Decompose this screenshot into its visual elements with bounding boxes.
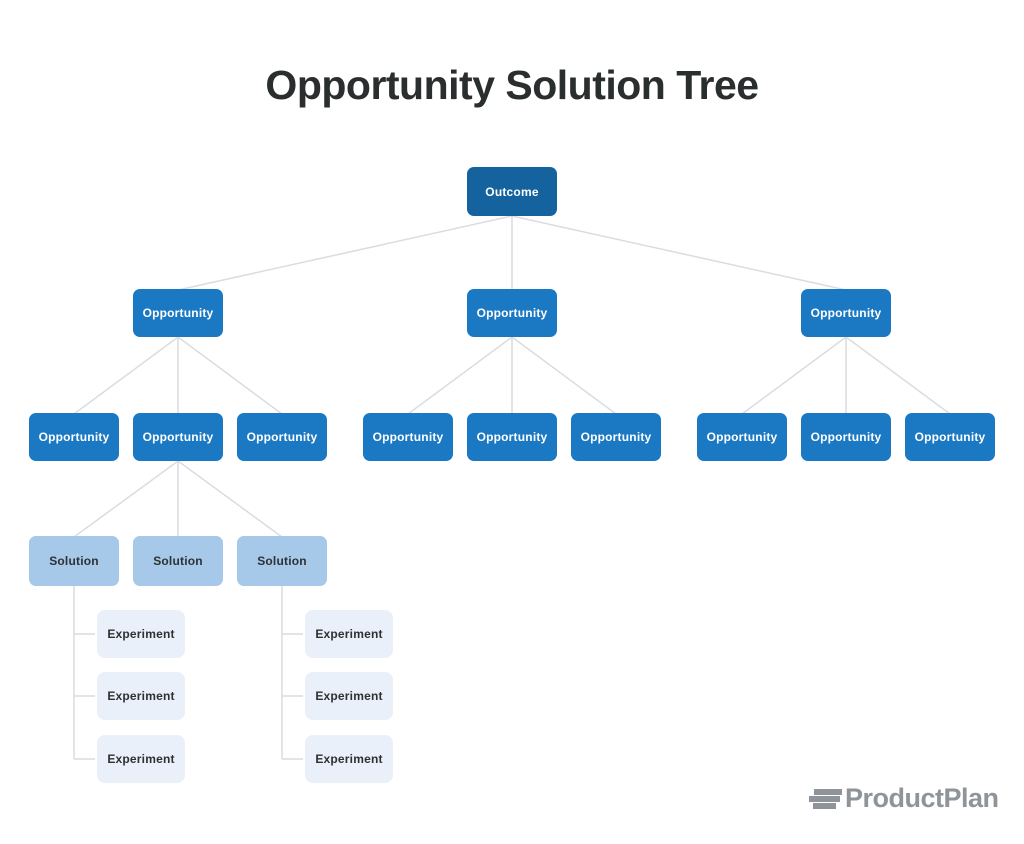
opportunity-node-l3-5: Opportunity bbox=[467, 413, 557, 461]
solution-node-2: Solution bbox=[133, 536, 223, 586]
productplan-logo: ProductPlan bbox=[809, 785, 999, 812]
experiment-node-3: Experiment bbox=[97, 735, 185, 783]
opportunity-node-l3-6: Opportunity bbox=[571, 413, 661, 461]
opportunity-node-l3-4: Opportunity bbox=[363, 413, 453, 461]
opportunity-node-l2-1: Opportunity bbox=[133, 289, 223, 337]
opportunity-node-l3-7: Opportunity bbox=[697, 413, 787, 461]
solution-node-3: Solution bbox=[237, 536, 327, 586]
experiment-node-1: Experiment bbox=[97, 610, 185, 658]
experiment-node-5: Experiment bbox=[305, 672, 393, 720]
opportunity-node-l3-1: Opportunity bbox=[29, 413, 119, 461]
outcome-node: Outcome bbox=[467, 167, 557, 216]
solution-node-1: Solution bbox=[29, 536, 119, 586]
opportunity-node-l3-3: Opportunity bbox=[237, 413, 327, 461]
experiment-node-4: Experiment bbox=[305, 610, 393, 658]
opportunity-node-l3-8: Opportunity bbox=[801, 413, 891, 461]
opportunity-node-l3-9: Opportunity bbox=[905, 413, 995, 461]
logo-brand-text: ProductPlan bbox=[845, 783, 999, 813]
opportunity-node-l2-2: Opportunity bbox=[467, 289, 557, 337]
experiment-node-6: Experiment bbox=[305, 735, 393, 783]
opportunity-node-l2-3: Opportunity bbox=[801, 289, 891, 337]
opportunity-node-l3-2: Opportunity bbox=[133, 413, 223, 461]
roadmap-bars-icon bbox=[809, 788, 842, 809]
experiment-node-2: Experiment bbox=[97, 672, 185, 720]
page-title: Opportunity Solution Tree bbox=[265, 62, 759, 108]
